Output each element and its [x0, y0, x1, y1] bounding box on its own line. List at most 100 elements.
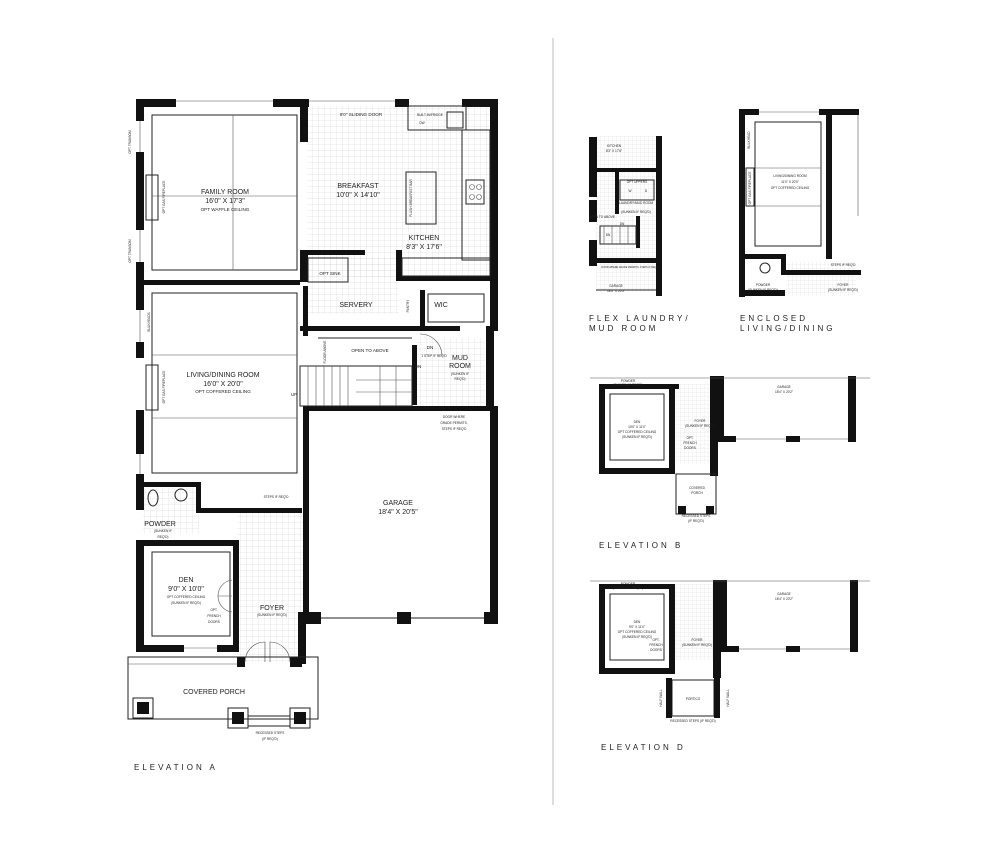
b-garage: GARAGE: [777, 385, 791, 389]
kitchen-counter-side: [461, 129, 491, 261]
wall: [599, 584, 675, 589]
wall: [396, 250, 402, 280]
pantry-label: PANTRY: [406, 299, 410, 313]
d-den-note2: (SUNKEN IF REQ'D): [622, 635, 652, 639]
wall: [781, 270, 861, 275]
flex-sunken: (SUNKEN IF REQ'D): [621, 210, 651, 214]
wall: [300, 250, 308, 282]
kitchen-counter-bottom: [401, 257, 491, 277]
wall: [136, 262, 144, 310]
elevation-d-plan: POWDER (SUNKEN IF REQ'D) DEN 9'0" X 11'0…: [590, 580, 870, 723]
wall: [781, 254, 786, 274]
d-garage-dims: 18'4" X 20'2": [775, 597, 793, 601]
wall: [290, 657, 302, 667]
b-french1: OPT.: [686, 436, 693, 440]
b-porch2: PORCH: [691, 491, 703, 495]
b-recessed1: RECESSED STEPS: [682, 514, 711, 518]
wall: [217, 645, 239, 652]
caption-elevation-b: ELEVATION B: [599, 541, 683, 550]
d-recessed: RECESSED STEPS (IF REQ'D): [670, 719, 715, 723]
flex-laundry: LAUNDRY/MUD ROOM: [619, 201, 653, 205]
wall: [237, 657, 245, 667]
wall: [669, 384, 675, 474]
caption-flex-1: FLEX LAUNDRY/: [589, 314, 691, 323]
d-french3: DOORS: [650, 648, 662, 652]
flex-garage-dims: 18'4" X 20'5": [607, 289, 625, 293]
family-room-label: FAMILY ROOM: [201, 189, 249, 196]
caption-elevation-d: ELEVATION D: [601, 743, 686, 752]
wall: [615, 172, 619, 214]
d-portico: PORTICO: [686, 697, 701, 701]
flex-dn2: DN: [606, 233, 611, 237]
bulkheads-label: BULKHEADS: [147, 312, 151, 331]
wall: [196, 508, 302, 513]
kitchen-counter-top: [407, 105, 467, 131]
steps-label: STEPS IF REQ'D: [264, 495, 290, 499]
flex-d: D: [645, 189, 648, 193]
recessed-steps: [247, 715, 291, 727]
enc-powder: POWDER: [756, 283, 771, 287]
den-outline: [151, 551, 231, 637]
enc-foyer-note: (SUNKEN IF REQ'D): [828, 288, 858, 292]
b-french2: FRENCH: [683, 441, 697, 445]
d-halfwall2: HALF WALL: [726, 689, 730, 707]
recessed-1: RECESSED STEPS: [256, 731, 285, 735]
enc-steps: STEPS IF REQ'D: [831, 263, 857, 267]
wall: [589, 240, 597, 266]
wall: [136, 645, 184, 652]
porch-column: [132, 697, 154, 719]
wall: [144, 482, 200, 487]
wall: [303, 286, 308, 336]
dw-label: DW: [419, 121, 424, 125]
wall: [397, 612, 411, 624]
foyer-tile: [237, 512, 303, 662]
porch-column: [232, 712, 244, 724]
wall: [486, 326, 494, 410]
b-foyer-note: (SUNKEN IF REQ'D): [685, 424, 715, 428]
wall: [669, 584, 675, 674]
enc-foyer: FOYER: [838, 283, 850, 287]
wall: [721, 580, 727, 650]
b-powder: POWDER: [621, 379, 636, 383]
powder-sink: [174, 488, 188, 502]
foyer-note: (SUNKEN IF REQ'D): [257, 613, 287, 617]
living-room-dims: 16'0" X 20'0": [203, 381, 243, 388]
covered-porch-outline: [127, 656, 319, 720]
up-label: UP: [291, 392, 297, 397]
family-room-outline: [151, 114, 298, 271]
wall: [196, 482, 201, 512]
mud-room-note-2: REQ'D): [455, 377, 466, 381]
caption-elevation-a: ELEVATION A: [134, 763, 218, 772]
wall: [300, 326, 420, 331]
wall: [721, 646, 739, 652]
wall: [136, 152, 144, 230]
caption-flex-2: MUD ROOM: [589, 324, 658, 333]
wall: [599, 384, 679, 389]
wall: [273, 99, 309, 107]
wall: [395, 99, 409, 107]
dn-label-2: DN: [415, 364, 422, 369]
door-grade-3: STEPS IF REQ'D: [442, 427, 468, 431]
wall: [136, 410, 144, 454]
flex-laundry-plan: KITCHEN 8'3" X 17'6" OPT UPPERS W D LAUN…: [589, 136, 662, 296]
floor-above-label: FLOOR ABOVE: [323, 341, 327, 364]
wall: [589, 200, 597, 222]
garage-dims: 18'4" X 20'5": [378, 509, 418, 516]
wall: [656, 136, 662, 296]
enc-living: LIVING/DINING ROOM: [773, 174, 807, 178]
breakfast-dims: 10'0" X 14'10": [336, 192, 380, 199]
b-den-note1: OPT COFFERED CEILING: [618, 430, 657, 434]
french-3: DOORS: [208, 620, 220, 624]
mud-room-label-2: ROOM: [449, 363, 471, 370]
living-room-note: OPT COFFERED CEILING: [195, 389, 251, 394]
wall: [786, 436, 800, 442]
opt-transom-1: OPT TRANSOM: [128, 130, 132, 154]
b-den-dims: 10'0" X 11'0": [628, 425, 646, 429]
living-room-outline: [151, 292, 298, 474]
wall: [599, 384, 605, 474]
opt-sink-label: OPT SINK: [319, 271, 341, 276]
wall: [462, 99, 498, 107]
wall: [303, 406, 309, 624]
b-garage-dims: 18'4" X 20'2": [775, 390, 793, 394]
sink: [446, 111, 464, 129]
